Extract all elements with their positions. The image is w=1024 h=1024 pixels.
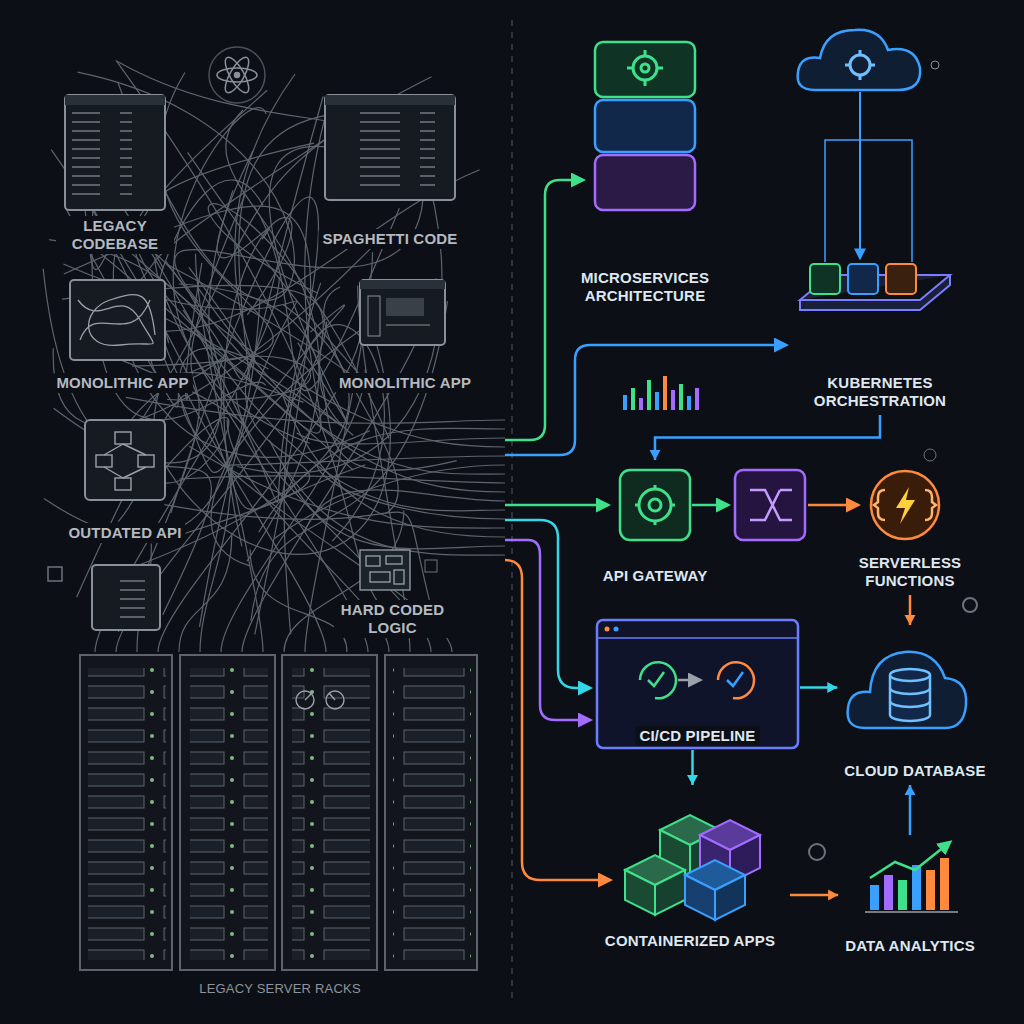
node-label: SERVERLESS FUNCTIONS — [846, 553, 974, 591]
arrowhead — [905, 785, 916, 795]
tangled-wire — [200, 467, 232, 652]
tangled-wire — [189, 74, 295, 363]
tangled-wire — [184, 360, 310, 534]
tangled-wire — [259, 428, 505, 532]
node-label: MICROSERVICES ARCHITECTURE — [571, 268, 719, 306]
tangled-wire — [149, 180, 263, 383]
flow-arrow — [800, 682, 837, 693]
code-window: SPAGHETTI CODE — [315, 88, 465, 253]
flow-arrow — [790, 890, 838, 901]
node-label: CONTAINERIZED APPS — [601, 931, 779, 951]
server-racks: LEGACY SERVER RACKS — [70, 648, 490, 1003]
node-label: LEGACY SERVER RACKS — [195, 979, 365, 999]
flow-arrow — [905, 785, 916, 835]
tangled-wire — [183, 310, 505, 511]
code-window: LEGACY CODEBASE — [53, 88, 177, 258]
arrowhead — [828, 890, 838, 901]
tangled-wire — [317, 466, 505, 519]
tangled-wire — [198, 287, 505, 492]
logic-icon: HARD CODED LOGIC — [331, 542, 455, 642]
flow-arrow — [905, 595, 916, 625]
service-stack: MICROSERVICES ARCHITECTURE — [568, 30, 722, 310]
tangled-wire — [283, 397, 505, 538]
node-label: MONOLITHIC APP — [52, 373, 192, 393]
node-label: CLOUD DATABASE — [840, 761, 989, 781]
flow-arrow — [650, 415, 881, 460]
database-cloud: CLOUD DATABASE — [837, 625, 992, 785]
gateway-icon: API GATEWAY — [596, 460, 715, 590]
container-group: CONTAINERIZED APPS — [590, 785, 790, 955]
flow-arrow — [687, 750, 698, 785]
arrowhead — [827, 682, 837, 693]
pipeline-window: CI/CD PIPELINE — [595, 615, 800, 750]
arrowhead — [905, 615, 916, 625]
tangled-wire — [166, 261, 505, 474]
connector-line — [655, 415, 880, 460]
tangled-wire — [43, 269, 211, 615]
arrowhead — [687, 775, 698, 785]
tangled-wire — [189, 446, 505, 528]
app-box: MONOLITHIC APP — [320, 272, 490, 397]
node-label: OUTDATED API — [64, 523, 185, 543]
node-label: SPAGHETTI CODE — [318, 229, 461, 249]
node-label: API GATEWAY — [599, 566, 712, 586]
node-label: MONOLITHIC APP — [335, 373, 475, 393]
arrowhead — [650, 450, 661, 460]
node-label: KUBERNETES ORCHESTRATION — [806, 373, 954, 411]
app-box: MONOLITHIC APP — [49, 272, 195, 397]
node-label: HARD CODED LOGIC — [334, 600, 452, 638]
tangled-wire — [126, 397, 505, 423]
orchestration-platform: KUBERNETES ORCHESTRATION — [790, 235, 970, 415]
tangled-wire — [297, 433, 505, 444]
api-box: OUTDATED API — [60, 412, 190, 547]
chart-icon: DATA ANALYTICS — [838, 835, 982, 960]
tangled-wire — [49, 97, 323, 380]
node-label: DATA ANALYTICS — [841, 936, 979, 956]
tangled-wire — [250, 550, 347, 652]
tangled-wire — [123, 246, 505, 448]
tangled-wire — [269, 440, 505, 555]
function-icon: SERVERLESS FUNCTIONS — [843, 460, 977, 595]
node-label: LEGACY CODEBASE — [56, 216, 174, 254]
node-label: CI/CD PIPELINE — [635, 726, 759, 746]
tangled-wire — [179, 535, 232, 652]
